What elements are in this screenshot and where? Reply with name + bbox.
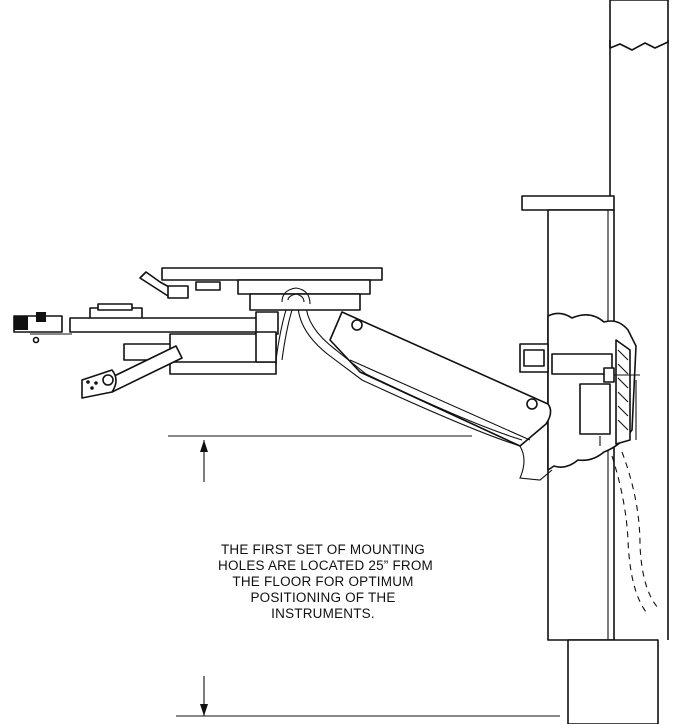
wall-pivot <box>519 343 549 373</box>
mounting-note: THE FIRST SET OF MOUNTING HOLES ARE LOCA… <box>218 542 433 622</box>
instrument-clip-lower <box>81 369 117 399</box>
wall-cutaway <box>547 312 640 471</box>
holder-arm-upper <box>69 303 279 335</box>
note-line-5: INSTRUMENTS. <box>271 606 375 621</box>
note-line-3: THE FLOOR FOR OPTIMUM <box>232 574 414 589</box>
swing-arm <box>297 299 553 481</box>
instrument-tray <box>139 267 383 311</box>
instrument-clip-upper <box>13 312 72 344</box>
note-line-4: POSITIONING OF THE <box>250 590 396 605</box>
dimension-lines <box>168 435 560 717</box>
note-line-2: HOLES ARE LOCATED 25” FROM <box>218 558 433 573</box>
note-line-1: THE FIRST SET OF MOUNTING <box>220 542 425 557</box>
holder-arm-lower <box>105 331 277 393</box>
cable-path-hidden <box>611 451 661 613</box>
